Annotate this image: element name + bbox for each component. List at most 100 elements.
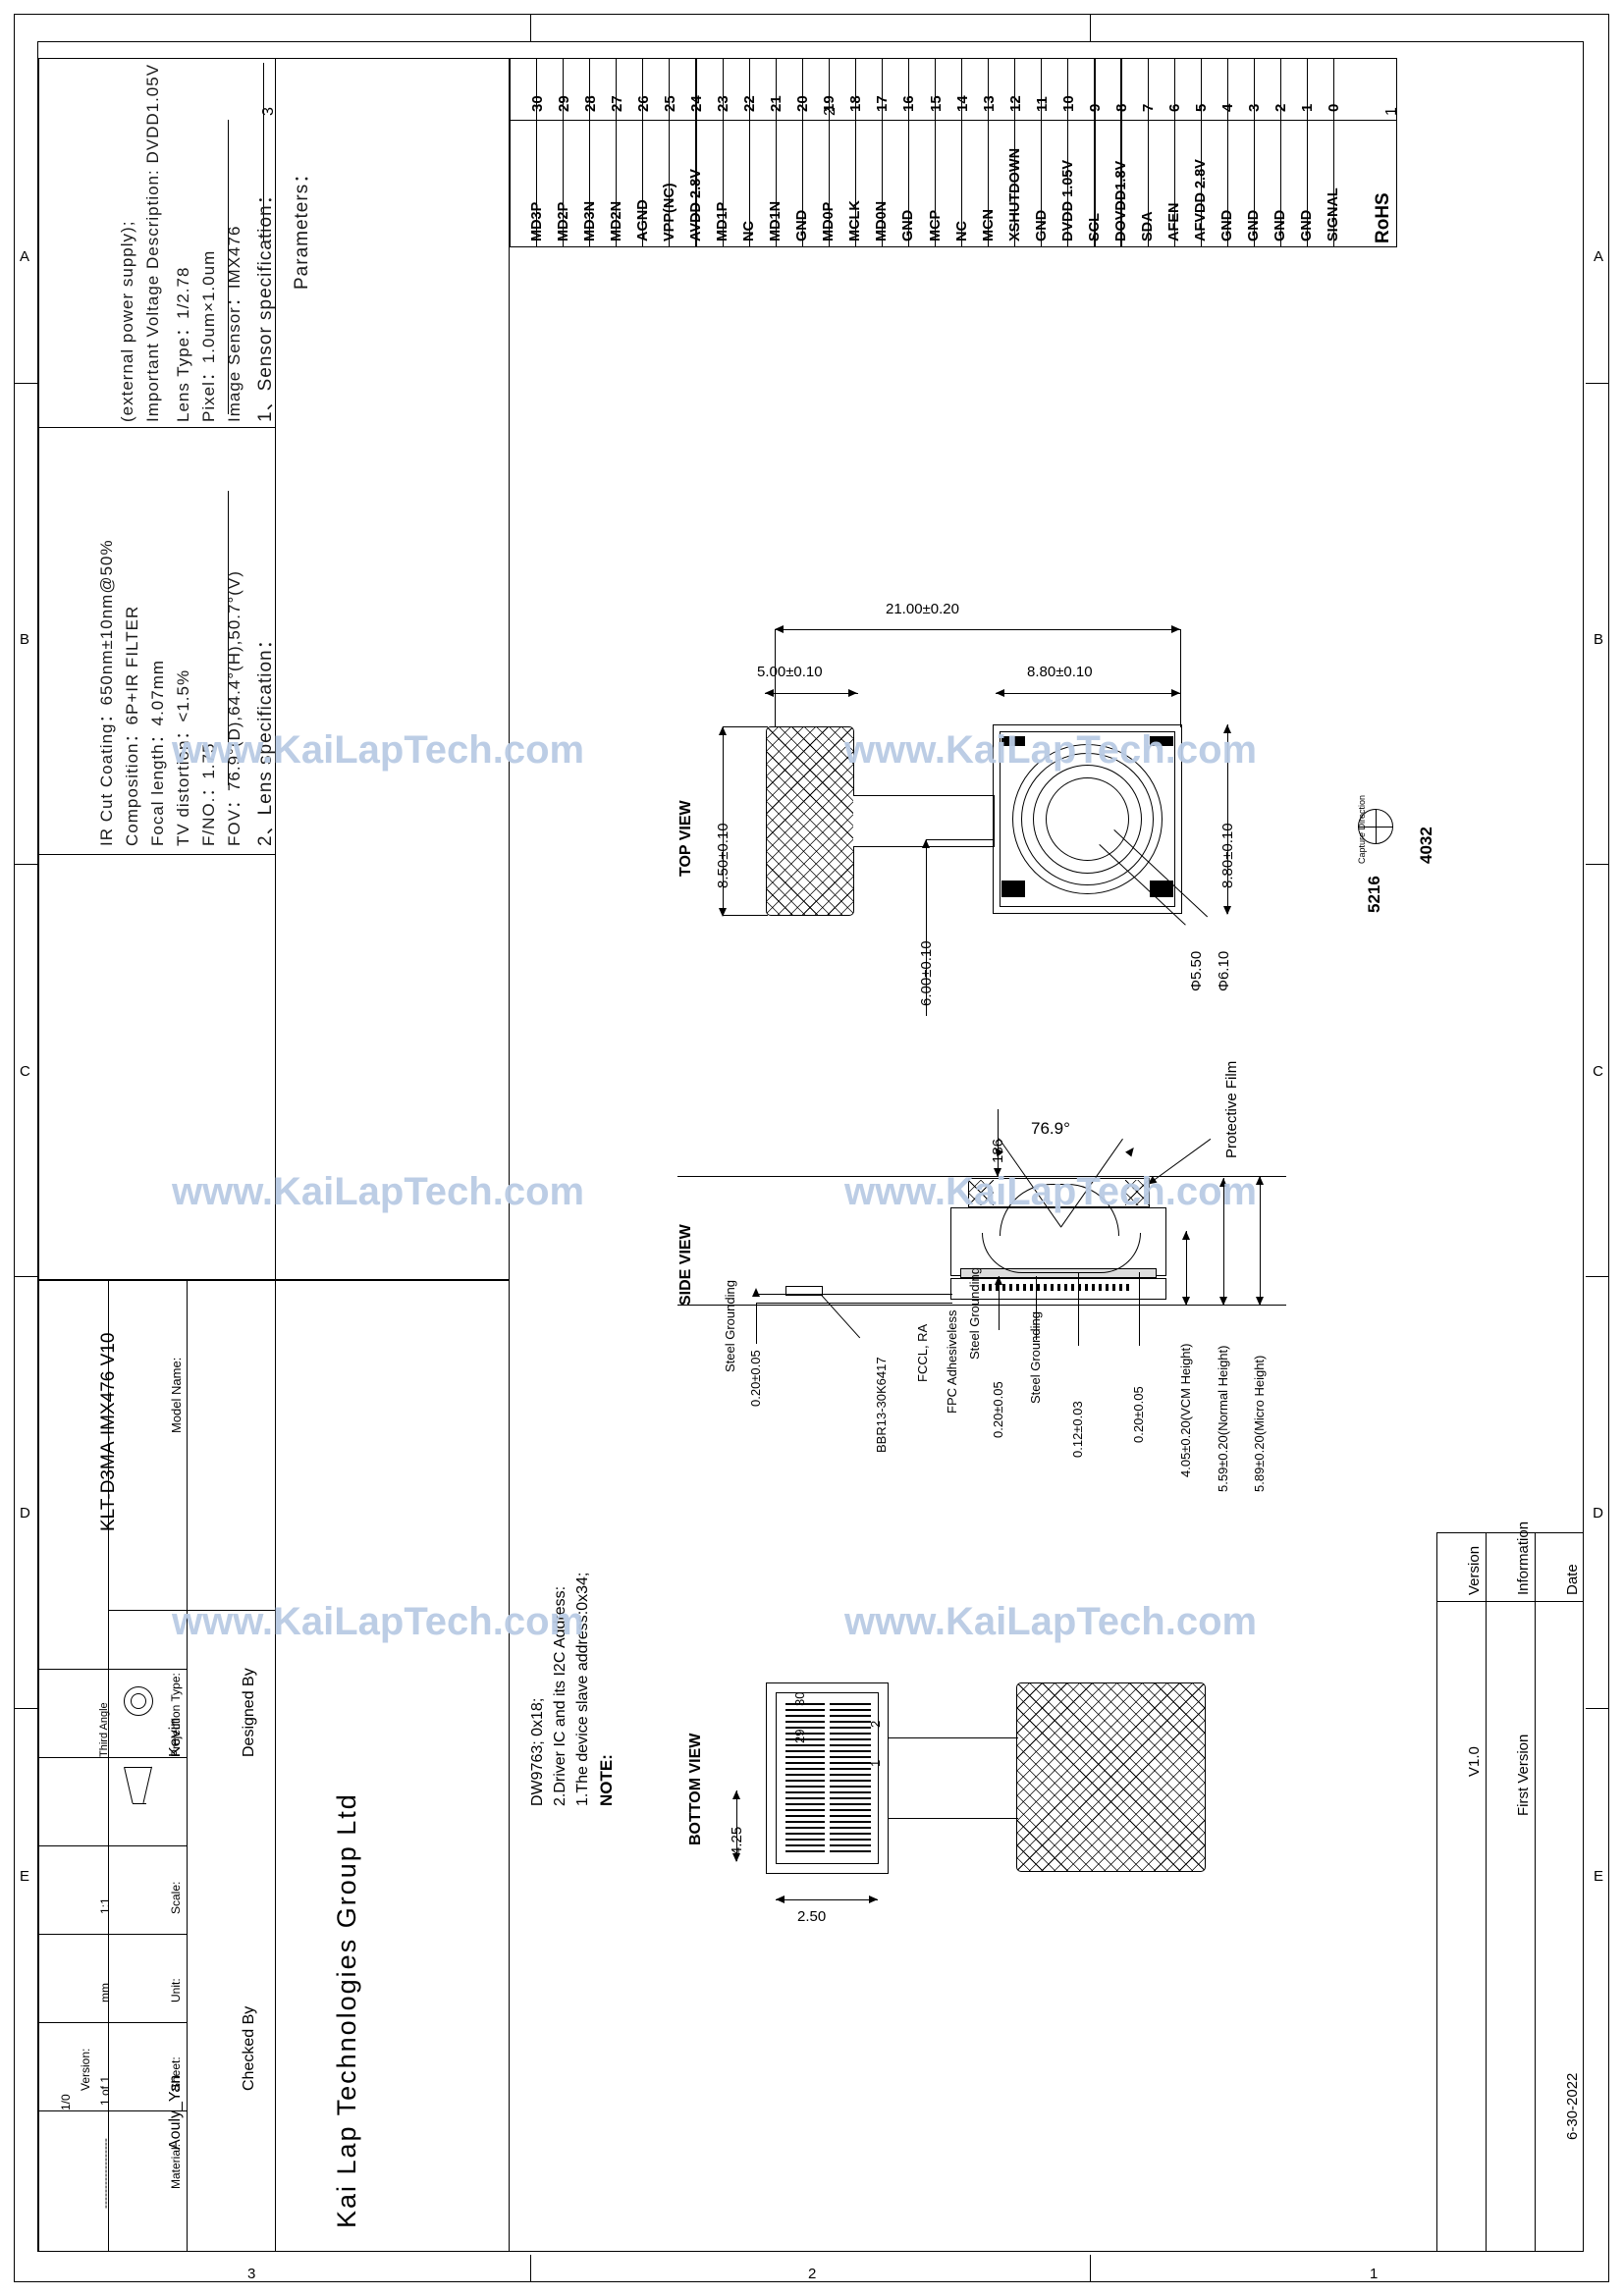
revision-table-col-divider-2: [1535, 1532, 1537, 2252]
lens-spec-rule: [228, 491, 230, 785]
label-steel-grounding-1: Steel Grounding: [967, 1267, 982, 1360]
pin-signal-cell: DVDD 1.05V: [1059, 159, 1076, 241]
sheet-value: 1 of 1: [98, 2075, 112, 2106]
pin-signal-cell: MD3N: [581, 200, 598, 241]
pin-signal-cell: MD2N: [608, 200, 624, 241]
revision-header-version: Version: [1466, 1545, 1483, 1595]
connector-pin-30-label: 30: [792, 1691, 807, 1706]
pin-signal-cell: AFVDD 2.8V: [1193, 159, 1210, 241]
material-value: ------------------: [98, 2138, 112, 2209]
pin-table-rohs-divider: [1333, 58, 1335, 247]
pin-col-divider: [563, 58, 565, 247]
checked-by-label: Checked By: [241, 2005, 257, 2091]
pin-col-divider: [616, 58, 618, 247]
bottom-view-label: BOTTOM VIEW: [687, 1733, 704, 1845]
model-name-label: Model Name:: [169, 1357, 184, 1433]
dim-vcm-height: 4.05±0.20(VCM Height): [1178, 1343, 1193, 1477]
pin-col-divider: [854, 58, 856, 247]
pin-signal-cell: GND: [1033, 209, 1050, 241]
zone-label-right-c: C: [1593, 1063, 1603, 1080]
dim-thk-020-a: 0.20±0.05: [991, 1381, 1005, 1438]
revision-header-information: Information: [1515, 1521, 1532, 1595]
pin-col-divider: [1279, 58, 1281, 247]
revision-cell-date: 6-30-2022: [1564, 2072, 1581, 2140]
connector-pin-2-label: 2: [868, 1720, 883, 1728]
pin-col-divider: [1173, 58, 1175, 247]
pin-number-cell: 3: [1246, 103, 1264, 112]
model-name-value: KLT-D3MA-IMX476 V10: [98, 1332, 119, 1531]
pin-signal-cell: AVDD 2.8V: [687, 169, 704, 241]
third-angle-inner-circle-icon: [131, 1693, 146, 1709]
pin-signal-cell: GND: [900, 209, 917, 241]
pin-col-divider: [695, 58, 697, 247]
scale-label: Scale:: [169, 1881, 183, 1914]
dim-thk-012: 0.12±0.03: [1070, 1401, 1085, 1458]
zone-label-left-b: B: [20, 631, 30, 648]
topview-module-body: [993, 724, 1182, 914]
pin-number-cell: 19: [821, 95, 839, 112]
dim-normal-height: 5.59±0.20(Normal Height): [1216, 1345, 1230, 1492]
bottomview-connector-inner: [776, 1692, 879, 1864]
unit-label: Unit:: [169, 1978, 183, 2002]
zone-label-left-a: A: [20, 248, 30, 265]
pin-signal-cell: MD1P: [714, 201, 730, 241]
pin-number-cell: 30: [528, 95, 546, 112]
dim-optical-center: 6.00±0.10: [918, 940, 935, 1006]
pin-col-divider: [1200, 58, 1202, 247]
dim-overall-length: 21.00±0.20: [886, 601, 959, 617]
dim-overall-line: [775, 629, 1180, 631]
parameters-title: Parameters：: [292, 163, 312, 290]
zone-label-left-e: E: [20, 1868, 30, 1885]
pin-number-cell: 23: [714, 95, 731, 112]
zone-label-left-c: C: [20, 1063, 30, 1080]
sensor-line-image-sensor: Image Sensor：IMX476: [225, 225, 243, 422]
revision-cell-version: V1.0: [1466, 1746, 1483, 1777]
dim-optical-center-line: [926, 839, 928, 1016]
pin-col-divider: [775, 58, 777, 247]
dim-micro-height: 5.89±0.20(Micro Height): [1252, 1355, 1267, 1492]
revision-header-date: Date: [1564, 1564, 1581, 1595]
pin-col-divider: [828, 58, 830, 247]
dim-fov-angle: 76.9°: [1031, 1119, 1070, 1138]
material-label: Material:: [169, 2143, 183, 2189]
title-block-divider-company: [275, 1280, 277, 2252]
sheet-label: Sheet:: [169, 2056, 183, 2091]
pin-number-cell: 12: [1006, 95, 1024, 112]
pin-col-divider: [801, 58, 803, 247]
pin-col-divider: [935, 58, 937, 247]
sideview-sensor-layer: [960, 1268, 1157, 1278]
pin-number-cell: 0: [1325, 103, 1343, 112]
topview-barrel-mid-circle: [1021, 753, 1154, 885]
pin-signal-cell: MD1N: [768, 200, 784, 241]
zone-label-right-d: D: [1593, 1505, 1603, 1522]
sensor-spec-rule: [228, 120, 230, 414]
pin-col-divider: [1120, 58, 1122, 247]
pin-signal-cell: SDA: [1140, 211, 1157, 241]
pin-number-cell: 26: [634, 95, 652, 112]
version-value: 1/0: [59, 2094, 73, 2110]
pin-col-divider: [536, 58, 538, 247]
pin-signal-cell: GND: [1272, 209, 1289, 241]
zone-label-right-e: E: [1593, 1868, 1603, 1885]
projection-type-label: Projection Type:: [169, 1673, 183, 1757]
pin-col-divider: [1014, 58, 1016, 247]
pin-signal-cell: MCN: [980, 208, 997, 241]
note-line-2: 2.Driver IC and its I2C Address:: [552, 1585, 568, 1806]
pin-signal-cell: NC: [953, 221, 970, 241]
pin-signal-cell: VPP(NC): [661, 183, 677, 241]
sideview-lens-lower: [982, 1233, 1141, 1273]
parameters-column-divider: [275, 58, 277, 1280]
pin-signal-cell: MD0N: [874, 200, 891, 241]
sheet-border-outer: [14, 14, 1609, 2282]
dim-barrel-outer-dia: Φ6.10: [1216, 950, 1232, 991]
pin-number-cell: 9: [1086, 103, 1104, 112]
pin-signal-cell: NC: [741, 221, 758, 241]
pin-table-header-divider: [510, 120, 1397, 122]
bottomview-module-pad: [1016, 1682, 1206, 1872]
pin-number-cell: 18: [847, 95, 865, 112]
zone-label-bottom-2: 2: [808, 2266, 817, 2282]
note-line-1: 1.The device slave address:0x34;: [574, 1572, 591, 1806]
lens-line-focal-length: Focal length：4.07mm: [148, 659, 167, 846]
side-view-label: SIDE VIEW: [677, 1224, 694, 1306]
pin-signal-cell: XSHUTDOWN: [1006, 147, 1023, 241]
